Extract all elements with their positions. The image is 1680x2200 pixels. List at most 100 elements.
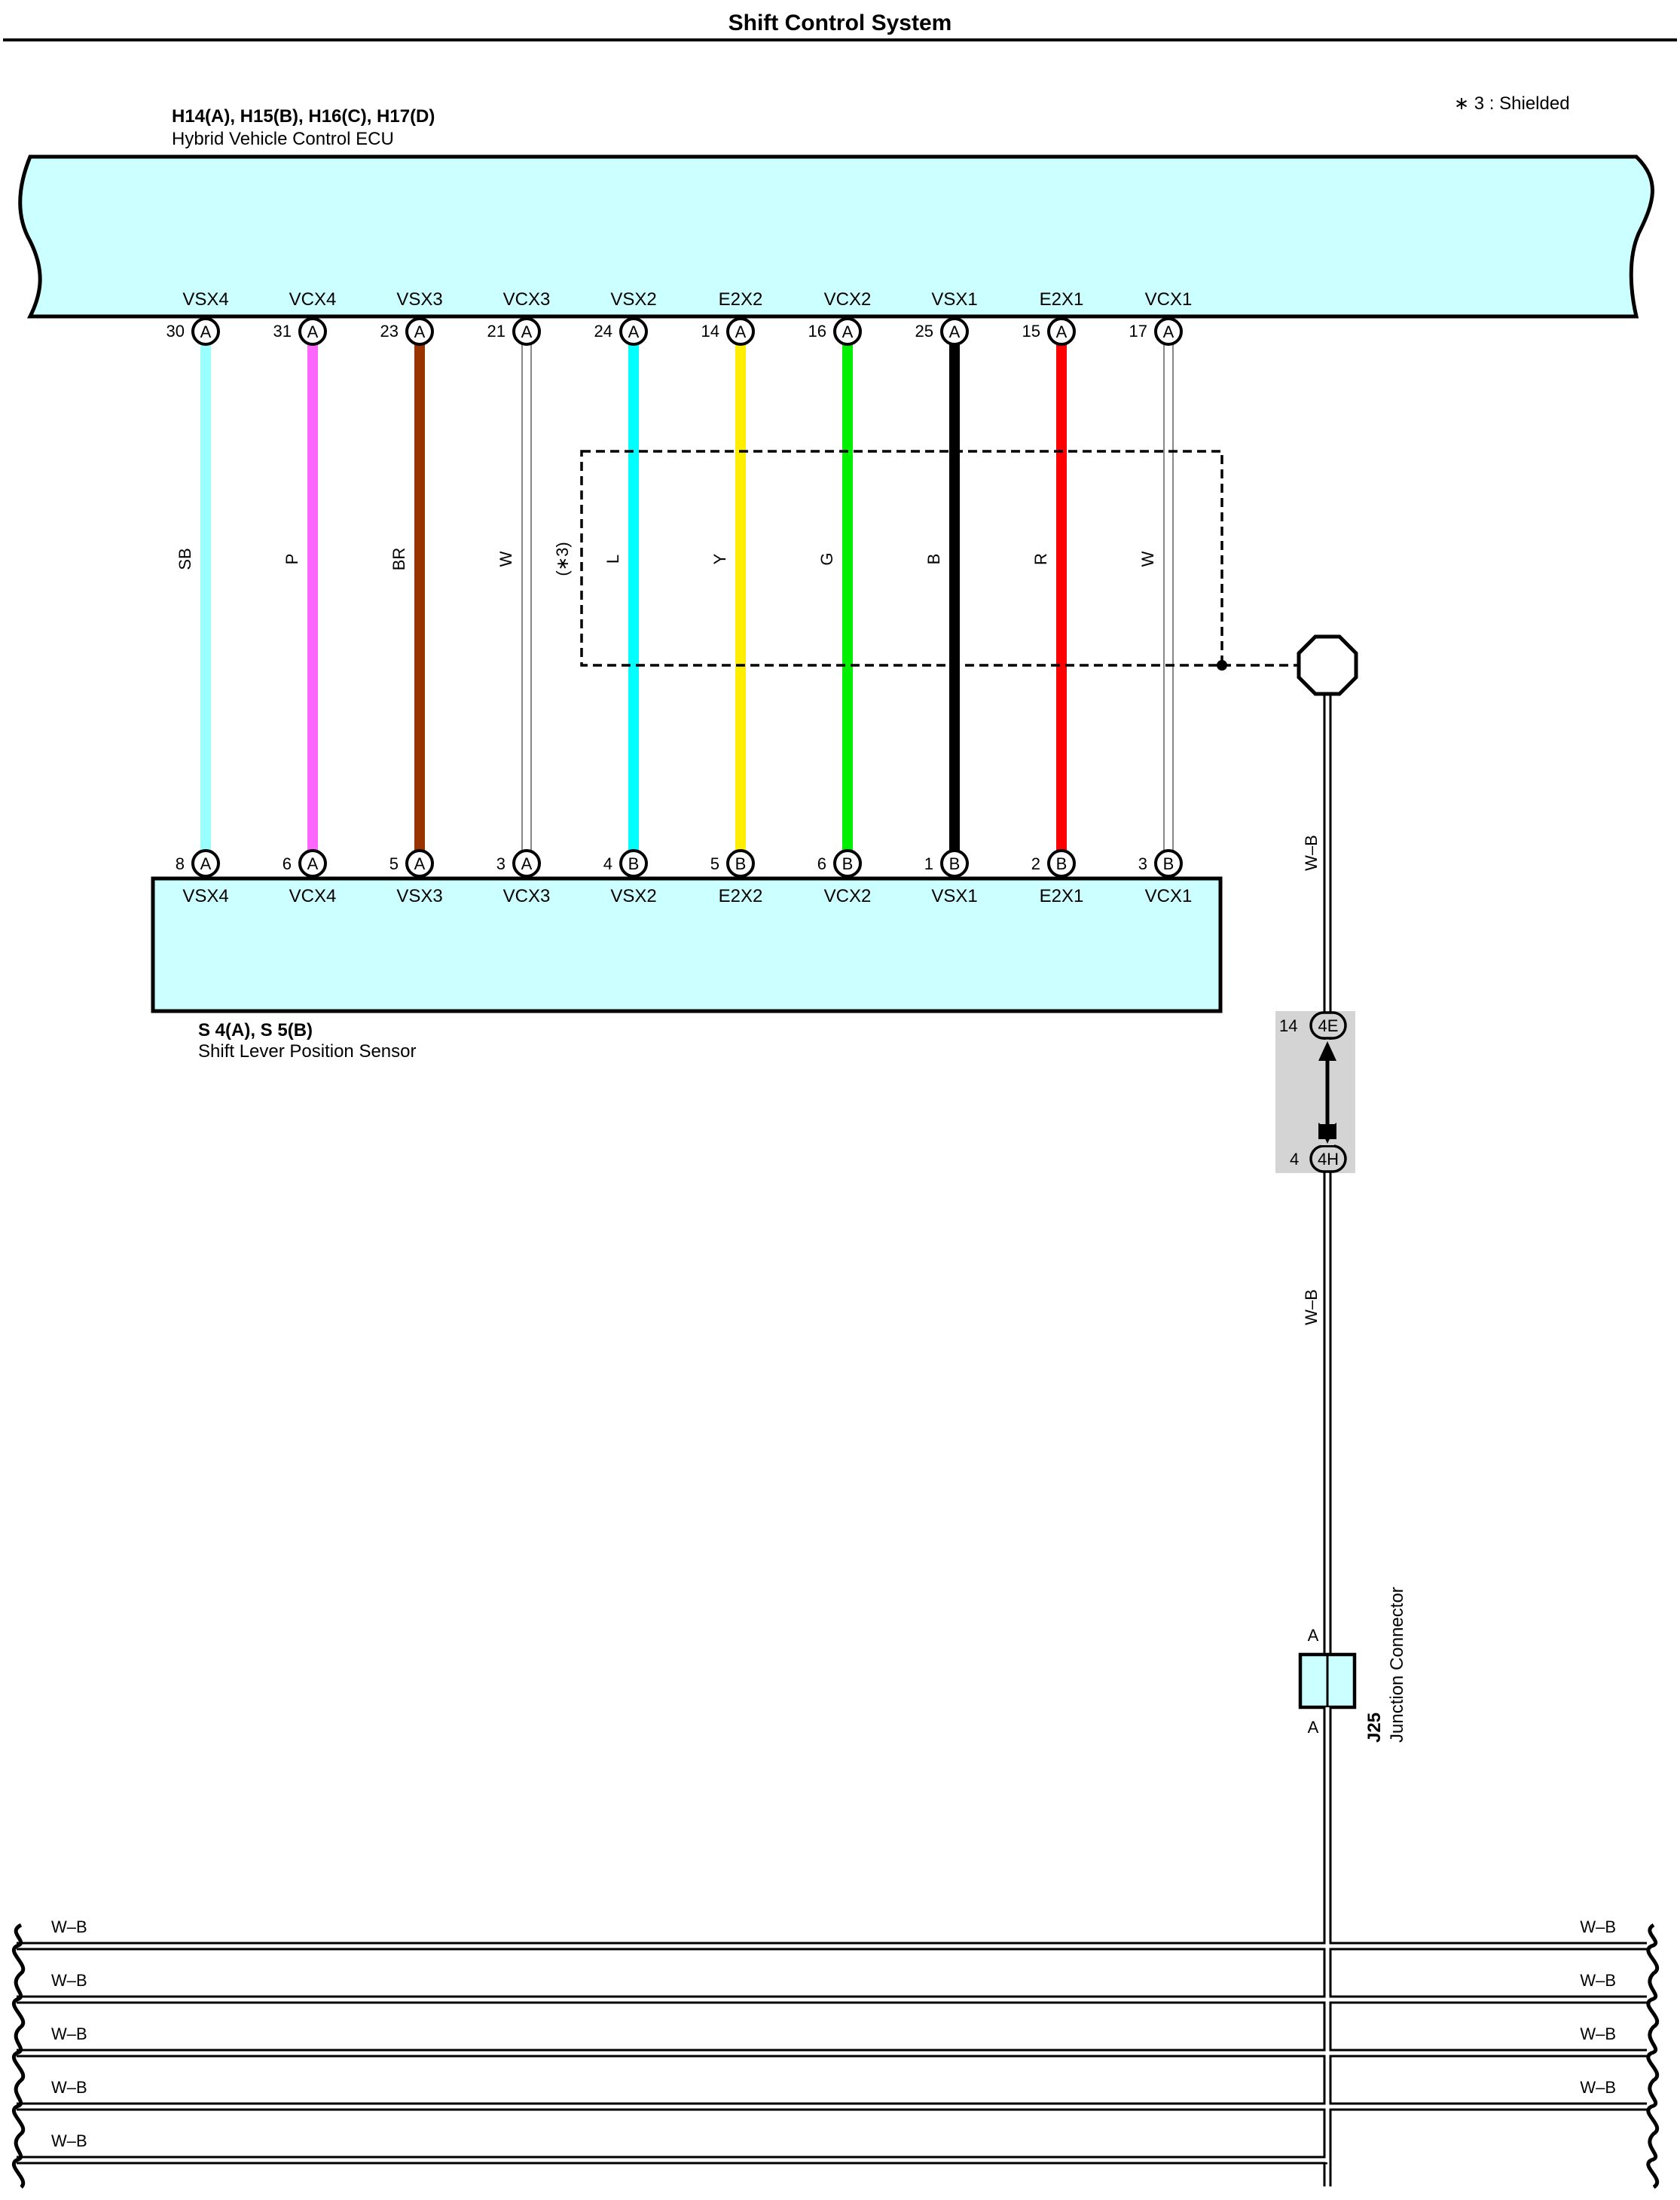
ecu-signal-label: VSX2 [610,289,656,310]
ecu-pin-number: 16 [808,322,826,341]
wire-color-code: W [1138,551,1157,567]
ecu-signal-label: VCX1 [1145,289,1193,310]
sensor-pin-number: 5 [710,854,719,873]
sensor-signal-label: VCX1 [1145,886,1193,906]
sensor-pin-number: 2 [1031,854,1040,873]
ecu-pin-circle [940,317,969,346]
ecu-box [18,154,1654,319]
sensor-connector-letter: B [842,854,854,873]
sensor-pin-circle [512,849,541,878]
wire-color-code: Y [710,553,729,564]
sensor-signal-label: VCX3 [503,886,551,906]
sensor-pin-number: 6 [283,854,292,873]
inline-bottom-code: 4H [1318,1150,1339,1169]
wire-color-code: L [603,555,622,564]
sensor-connector-letter: A [521,854,533,873]
sensor-connector-letter: B [949,854,961,873]
ecu-pin-number: 15 [1022,322,1040,341]
sensor-connector-letter: B [1163,854,1174,873]
ecu-connector-letter: A [1163,322,1174,341]
sensor-signal-label: VCX2 [824,886,872,906]
sensor-signal-label: E2X1 [1040,886,1084,906]
ecu-connector-letter: A [842,322,854,341]
ecu-pin-number: 14 [701,322,719,341]
ecu-signal-label: VSX3 [396,289,442,310]
sensor-pin-circle [191,849,220,878]
bus-left-label: W–B [51,1917,87,1936]
bus-left-label: W–B [51,2131,87,2150]
bus-left-label: W–B [51,1971,87,1990]
sensor-connector-letter: B [1056,854,1068,873]
wire-color-code: B [924,554,943,565]
ecu-signal-label: VCX3 [503,289,551,310]
wire-color-code: W [496,551,515,567]
ecu-pin-number: 24 [594,322,612,341]
sensor-pin-circle [298,849,327,878]
sensor-pin-number: 4 [603,854,612,873]
sensor-signal-label: VSX4 [182,886,228,906]
sensor-box [151,876,1223,1013]
ground-wire-code-lower: W–B [1302,1289,1321,1325]
ecu-connector-letter: A [307,322,319,341]
ecu-pin-circle [1047,317,1076,346]
ground-wire-code-upper: W–B [1302,835,1321,871]
sensor-pin-circle [619,849,648,878]
sensor-pin-number: 3 [1138,854,1147,873]
sensor-pin-circle [726,849,755,878]
sensor-pin-number: 8 [176,854,185,873]
sensor-connector-letter: B [735,854,747,873]
ecu-pin-circle [1154,317,1183,346]
junction-pin-bottom: A [1308,1718,1319,1737]
sensor-signal-label: VSX3 [396,886,442,906]
sensor-signal-label: VSX2 [610,886,656,906]
bus-row: W–B [17,2131,1327,2165]
wire-color-code: R [1031,553,1050,565]
ecu-pin-circle [405,317,434,346]
ecu-pin-number: 30 [166,322,185,341]
wire-color-code: P [283,554,301,565]
bus-right-label: W–B [1580,1971,1616,1990]
ecu-pin-number: 17 [1129,322,1147,341]
ecu-pin-circle [298,317,327,346]
sensor-pin-circle [940,849,969,878]
inline-bottom-pin: 4 [1290,1150,1299,1169]
sensor-pin-circle [1154,849,1183,878]
ecu-pin-number: 31 [273,322,292,341]
junction-code: J25 [1364,1713,1385,1743]
shield-note: ∗ 3 : Shielded [1454,93,1570,114]
ecu-connector-letter: A [949,322,961,341]
sensor-pin-number: 6 [817,854,826,873]
bus-right-brace [1646,1923,1660,2189]
sensor-connector-letter: A [200,854,212,873]
wire-color-code: G [817,552,836,565]
junction-pin-top: A [1308,1626,1319,1645]
sensor-connector-letter: A [414,854,426,873]
sensor-signal-label: E2X2 [719,886,763,906]
bus-left-label: W–B [51,2078,87,2097]
ground-point-octagon [1297,634,1358,696]
shield-drain-dot [1217,660,1227,671]
ecu-signal-label: VCX2 [824,289,872,310]
sensor-pin-circle [1047,849,1076,878]
ecu-pin-circle [512,317,541,346]
ecu-signal-label: E2X1 [1040,289,1084,310]
wire-color-code: BR [389,548,408,571]
ecu-connector-letter: A [628,322,640,341]
sensor-name: Shift Lever Position Sensor [198,1041,417,1062]
sensor-pin-circle [833,849,862,878]
bus-right-label: W–B [1580,1917,1616,1936]
sensor-pin-number: 1 [924,854,933,873]
ecu-pin-number: 25 [915,322,933,341]
page-title: Shift Control System [729,11,952,35]
ecu-pin-number: 23 [380,322,399,341]
inline-connector-bg [1275,1011,1355,1173]
ecu-connector-letter: A [735,322,747,341]
